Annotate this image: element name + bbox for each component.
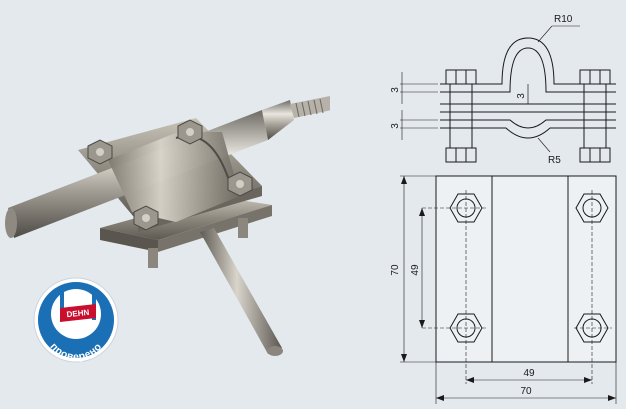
- hex-bolt: [87, 139, 113, 165]
- hex-bolt: [227, 171, 253, 197]
- vertical-rod-end: [267, 346, 283, 356]
- dim-plate-top-label: 3: [390, 87, 401, 93]
- rod-knurl: [290, 96, 330, 118]
- hex-bolt: [177, 119, 203, 145]
- dim-width-inner-label: 49: [523, 368, 535, 379]
- radius-bottom-label: R5: [548, 155, 561, 166]
- product-photo: DEHN проверено: [5, 96, 330, 363]
- side-view: [400, 25, 616, 163]
- vertical-rod: [200, 228, 282, 354]
- clamp-plate-bottom-side: [158, 205, 272, 252]
- technical-drawing: R10 R5 3 3 3: [390, 14, 617, 404]
- bolt-bottom-right: [238, 218, 248, 238]
- rod-tip: [262, 100, 294, 140]
- hex-bolt: [133, 205, 159, 231]
- dim-width-outer-label: 70: [520, 386, 532, 397]
- clamp-saddle: [108, 132, 240, 222]
- clamp-plate-bottom-edge: [100, 228, 158, 252]
- dim-gap-label: 3: [516, 93, 527, 99]
- rod-end: [5, 208, 17, 238]
- top-view: [400, 175, 617, 404]
- knurl-lines: [295, 98, 324, 118]
- badge-logo-text: DEHN: [66, 308, 90, 319]
- dehn-verified-badge: DEHN проверено: [33, 277, 119, 363]
- bolt-bottom-left: [148, 248, 158, 268]
- dim-height-outer-label: 70: [390, 264, 401, 276]
- dim-plate-bottom-label: 3: [390, 123, 401, 129]
- dim-height-inner-label: 49: [410, 264, 421, 276]
- radius-top-label: R10: [554, 14, 573, 25]
